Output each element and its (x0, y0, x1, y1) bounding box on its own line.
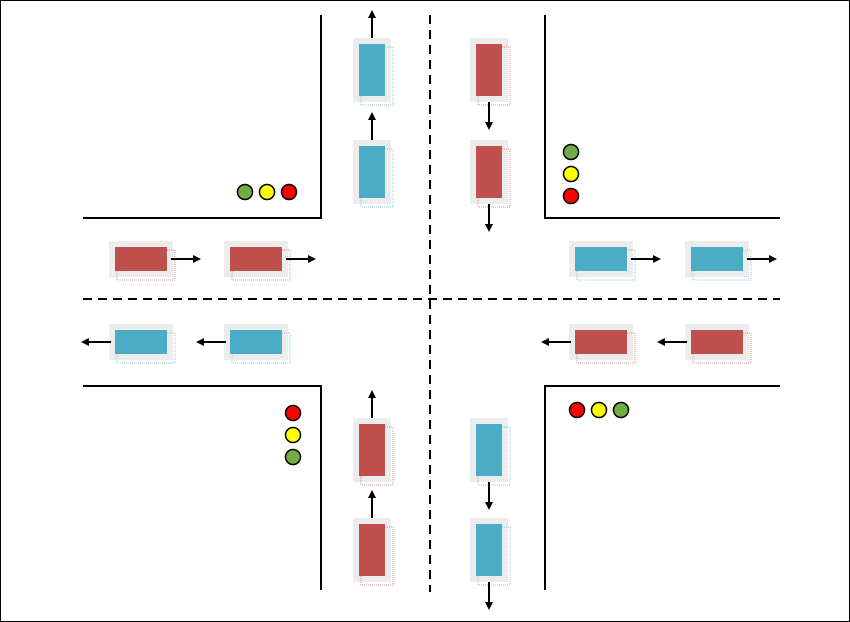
car-body (359, 146, 385, 198)
car-body (476, 44, 502, 96)
car-body (691, 247, 743, 271)
light-red (284, 404, 302, 422)
car-body (359, 524, 385, 576)
light-green (284, 448, 302, 466)
car-red (541, 324, 636, 364)
car-body (476, 146, 502, 198)
road-edges (83, 15, 780, 590)
car-red (470, 38, 511, 130)
car-blue (470, 418, 511, 510)
light-green (562, 143, 580, 161)
car-body (230, 330, 282, 354)
car-body (115, 247, 167, 271)
light-green (236, 183, 254, 201)
east-left-lane (109, 241, 316, 281)
car-body (359, 424, 385, 476)
car-body (476, 424, 502, 476)
car-body (359, 44, 385, 96)
car-body (575, 330, 627, 354)
car-blue (81, 324, 176, 364)
car-blue (196, 324, 291, 364)
south-lower-lane (470, 418, 511, 610)
light-red (568, 401, 586, 419)
car-body (230, 247, 282, 271)
car-blue (353, 10, 394, 106)
car-body (691, 330, 743, 354)
south-upper-lane (470, 38, 511, 232)
north-lower-lane (353, 390, 394, 586)
car-body (115, 330, 167, 354)
light-red (562, 187, 580, 205)
traffic-light-top-left (236, 183, 298, 201)
north-upper-lane (353, 10, 394, 208)
car-blue (685, 241, 777, 281)
light-yellow (258, 183, 276, 201)
traffic-light-top-right (562, 143, 580, 205)
road-edge-3 (544, 385, 780, 590)
car-body (476, 524, 502, 576)
west-left-lane (81, 324, 291, 364)
light-red (280, 183, 298, 201)
car-blue (569, 241, 661, 281)
vehicles (81, 10, 777, 610)
car-red (657, 324, 752, 364)
car-blue (470, 518, 511, 610)
car-red (224, 241, 316, 281)
light-yellow (562, 165, 580, 183)
road-edge-2 (83, 385, 322, 590)
car-red (353, 390, 394, 486)
traffic-light-bottom-right (568, 401, 630, 419)
road-edge-1 (544, 15, 780, 219)
car-blue (353, 112, 394, 208)
light-yellow (284, 426, 302, 444)
car-red (109, 241, 201, 281)
light-yellow (590, 401, 608, 419)
traffic-lights (236, 143, 630, 466)
car-red (353, 490, 394, 586)
car-red (470, 140, 511, 232)
center-dividers (83, 15, 780, 592)
west-right-lane (541, 324, 752, 364)
east-right-lane (569, 241, 777, 281)
car-body (575, 247, 627, 271)
light-green (612, 401, 630, 419)
road-edge-0 (83, 15, 322, 219)
traffic-light-bottom-left (284, 404, 302, 466)
